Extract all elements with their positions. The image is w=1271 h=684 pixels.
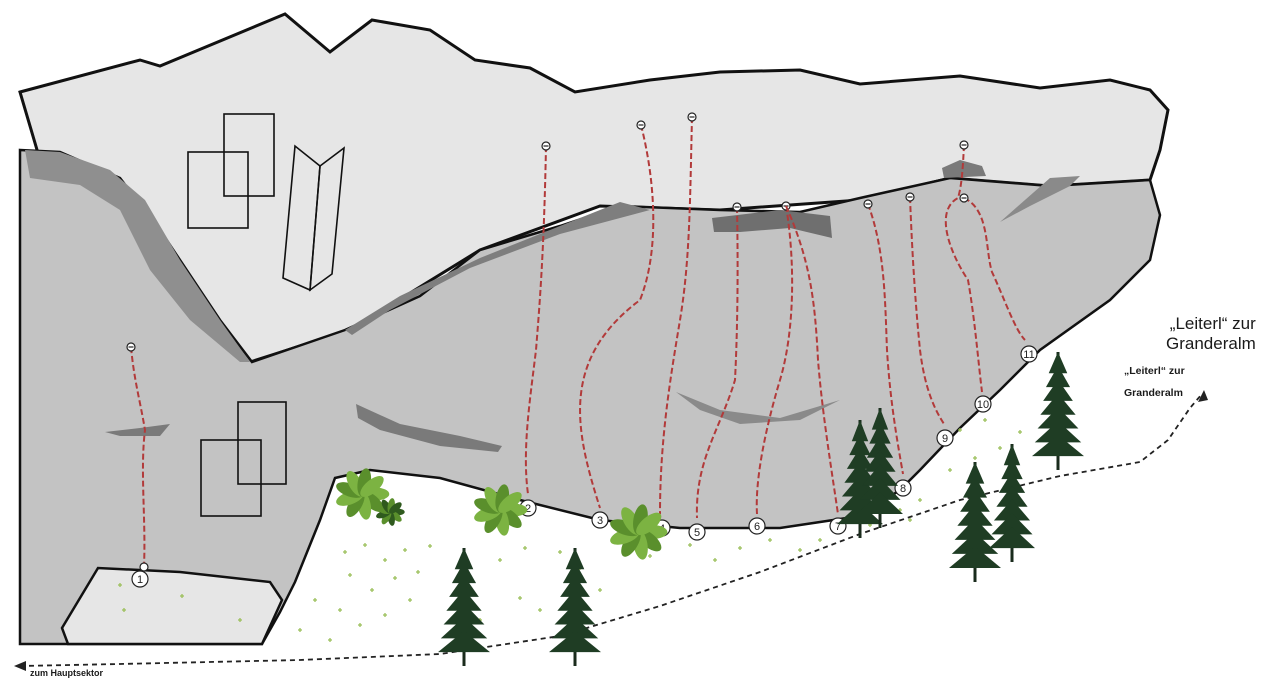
route-number-label: 5	[694, 527, 700, 539]
leiterl-label-large-line1: „Leiterl“ zur	[1166, 314, 1256, 334]
anchor-icon	[140, 563, 148, 571]
grass-dot	[518, 596, 522, 600]
grass-dot	[408, 598, 412, 602]
grass-dot	[908, 518, 912, 522]
grass-dot	[313, 598, 317, 602]
tree-icon	[989, 444, 1035, 562]
grass-dot	[338, 608, 342, 612]
route-number-label: 9	[942, 433, 948, 445]
grass-dot	[1018, 430, 1022, 434]
grass-dot	[370, 588, 374, 592]
leiterl-label-small: „Leiterl“ zur Granderalm	[1124, 360, 1185, 404]
grass-dot	[428, 544, 432, 548]
grass-dot	[328, 638, 332, 642]
route-number-label: 8	[900, 483, 906, 495]
grass-dot	[798, 548, 802, 552]
grass-dot	[948, 468, 952, 472]
tree-icon	[1032, 352, 1084, 470]
grass-dot	[973, 456, 977, 460]
grass-dot	[383, 613, 387, 617]
grass-dot	[343, 550, 347, 554]
grass-dot	[738, 546, 742, 550]
tree-icon	[949, 462, 1001, 582]
trail-arrow-left	[14, 661, 26, 671]
grass-dot	[348, 573, 352, 577]
leiterl-label-small-line1: „Leiterl“ zur	[1124, 360, 1185, 382]
grass-dot	[498, 558, 502, 562]
grass-dot	[818, 538, 822, 542]
grass-dot	[598, 588, 602, 592]
route-number-label: 1	[137, 574, 143, 586]
grass-dot	[383, 558, 387, 562]
tree-icon	[549, 548, 601, 666]
grass-dot	[648, 554, 652, 558]
grass-dot	[298, 628, 302, 632]
grass-dot	[768, 538, 772, 542]
boulder	[62, 568, 282, 644]
grass-dot	[713, 558, 717, 562]
route-number-label: 6	[754, 521, 760, 533]
hauptsektor-label: zum Hauptsektor	[30, 668, 103, 678]
tree-icon	[438, 548, 490, 666]
grass-dot	[918, 498, 922, 502]
leiterl-label-large: „Leiterl“ zur Granderalm	[1166, 314, 1256, 354]
grass-dot	[523, 546, 527, 550]
leiterl-label-large-line2: Granderalm	[1166, 334, 1256, 354]
grass-dot	[416, 570, 420, 574]
grass-dot	[538, 608, 542, 612]
grass-dot	[403, 548, 407, 552]
grass-dot	[363, 543, 367, 547]
grass-dot	[688, 543, 692, 547]
grass-dot	[998, 446, 1002, 450]
grass-dot	[558, 550, 562, 554]
leiterl-label-small-line2: Granderalm	[1124, 382, 1185, 404]
grass-dot	[393, 576, 397, 580]
route-number-label: 10	[977, 399, 989, 411]
route-number-label: 11	[1023, 349, 1034, 361]
grass-dot	[983, 418, 987, 422]
grass-dot	[358, 623, 362, 627]
route-number-label: 3	[597, 515, 603, 527]
